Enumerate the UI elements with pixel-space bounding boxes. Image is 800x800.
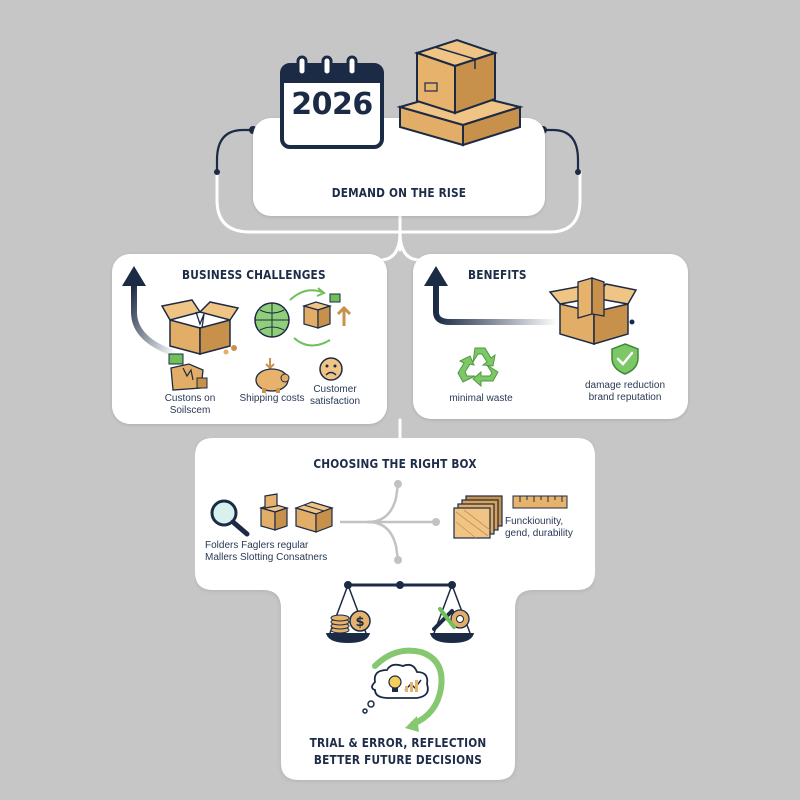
damaged-box-icon (168, 353, 208, 391)
shield-check-icon (611, 343, 639, 375)
demand-title: DEMAND ON THE RISE (331, 186, 467, 200)
stacked-boxes-icon (396, 38, 524, 147)
piggy-bank-icon (255, 358, 290, 393)
open-box-benefits-icon (548, 277, 638, 346)
cardboard-stack-icon (453, 495, 503, 539)
benefits-title: BENEFITS (468, 268, 527, 282)
challenges-card (112, 254, 387, 424)
folder-box-icon (258, 493, 290, 531)
recycle-icon (457, 347, 499, 388)
box-types-label: Folders Faglers regular Mallers Slotting… (205, 540, 328, 563)
balance-scale-icon: $ (326, 581, 474, 643)
challenge-label-3: Customer satisfaction (309, 384, 361, 407)
reflection-cycle-icon (362, 647, 445, 732)
benefits-card (413, 254, 688, 419)
svg-text:$: $ (355, 615, 364, 630)
up-arrow-icon (122, 266, 179, 357)
choosing-title: CHOOSING THE RIGHT BOX (313, 457, 477, 471)
benefit-label-1: minimal waste (449, 393, 513, 404)
magnifier-icon (210, 499, 250, 537)
up-arrow-icon-2 (424, 266, 560, 325)
ruler-icon (512, 495, 568, 509)
criteria-label: Funckiounity, gend, durability (505, 516, 573, 539)
globe-cycle-icon (254, 287, 352, 347)
calendar-year: 2026 (291, 87, 373, 122)
challenges-title: BUSINESS CHALLENGES (182, 268, 326, 282)
challenge-label-1: Custons on Soilscem (164, 393, 216, 416)
reflection-line-2: BETTER FUTURE DECISIONS (313, 753, 483, 767)
decision-flow-icon (340, 480, 440, 564)
calendar-icon (280, 55, 384, 149)
reflection-line-1: TRIAL & ERROR, REFLECTION (309, 736, 487, 750)
sad-face-icon (319, 357, 343, 381)
open-box-icon (160, 299, 240, 355)
slotted-box-icon (294, 501, 334, 533)
challenge-label-2: Shipping costs (239, 393, 305, 404)
benefit-label-2: damage reduction brand reputation (584, 380, 666, 403)
